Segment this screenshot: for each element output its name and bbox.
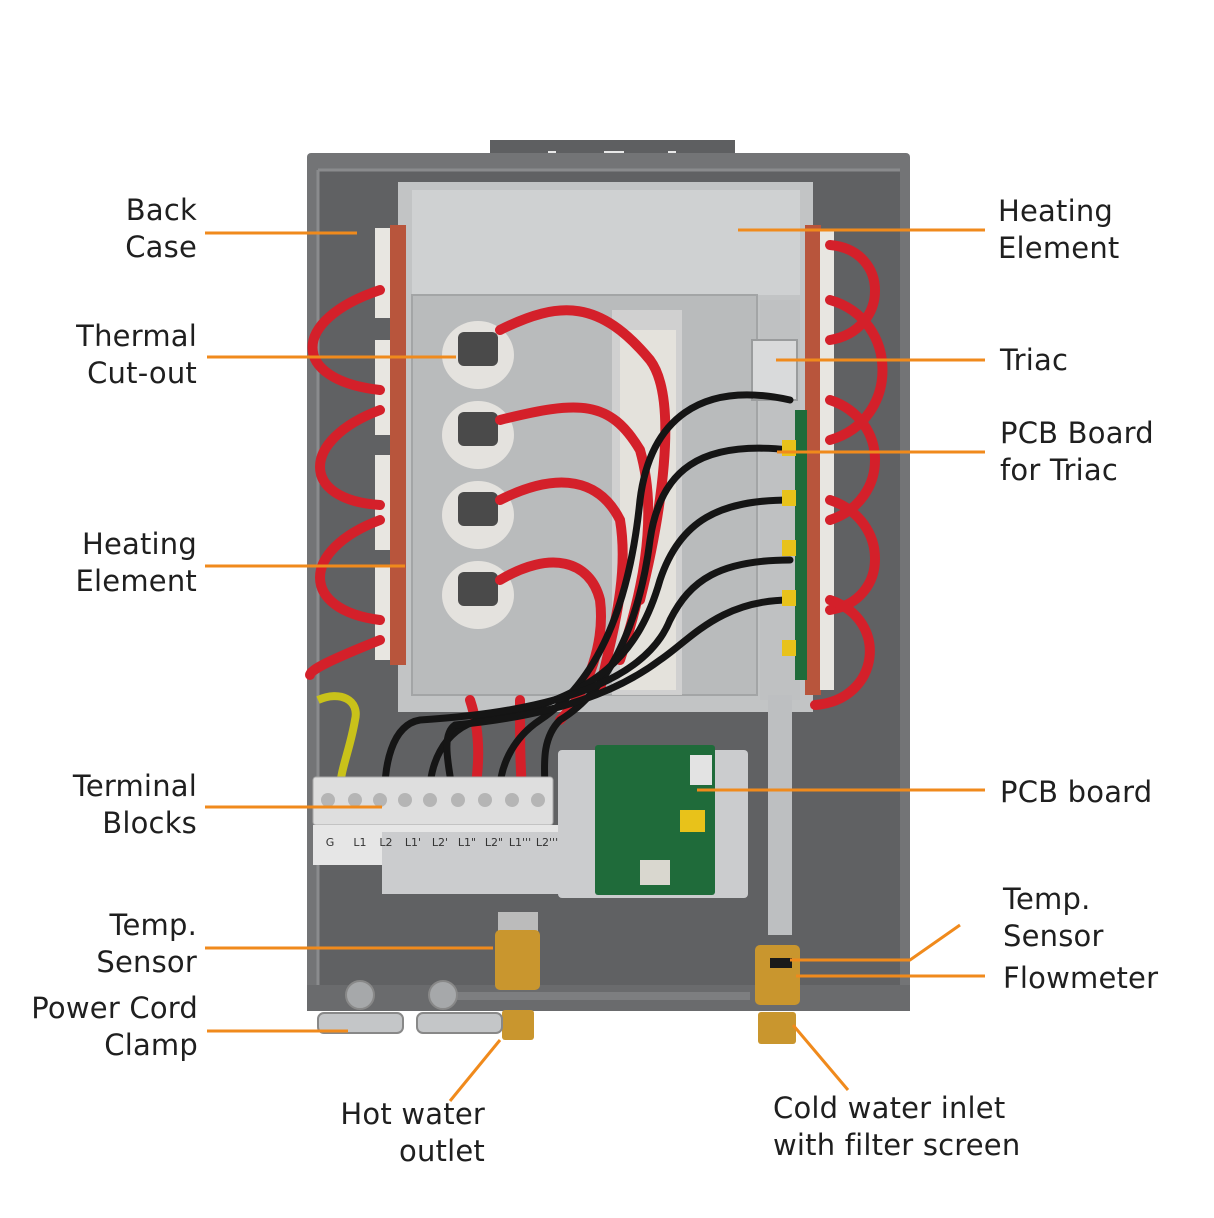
- right-ceramic-terminals: [805, 225, 834, 695]
- triac: [751, 339, 798, 401]
- label-pcb-board: PCB board: [1000, 775, 1153, 809]
- label-back-case: Back Case: [125, 193, 197, 264]
- cold-water-fitting: [755, 945, 800, 1044]
- ground-wire: [316, 692, 360, 791]
- label-cold-water-inlet: Cold water inlet with filter screen: [773, 1091, 1021, 1162]
- power-cord-clamps: [317, 980, 503, 1034]
- terminal-label: L2": [485, 836, 503, 849]
- terminal-label: L2''': [536, 836, 558, 849]
- label-temp-sensor-right: Temp. Sensor: [1003, 882, 1104, 953]
- label-temp-sensor-left: Temp. Sensor: [96, 908, 197, 979]
- terminal-label: L1": [458, 836, 476, 849]
- label-pcb-board-for-triac: PCB Board for Triac: [1000, 416, 1154, 487]
- terminal-label: L2: [379, 836, 392, 849]
- pcb-for-triac: [795, 410, 807, 680]
- label-terminal-blocks: Terminal Blocks: [72, 769, 197, 840]
- terminal-label: G: [326, 836, 335, 849]
- terminal-label: L2': [432, 836, 448, 849]
- leader-lines: [205, 228, 985, 1102]
- label-power-cord-clamp: Power Cord Clamp: [31, 991, 198, 1062]
- label-heating-element-left: Heating Element: [75, 527, 197, 598]
- terminal-label: L1: [353, 836, 366, 849]
- label-flowmeter: Flowmeter: [1003, 961, 1159, 995]
- black-wires: [381, 391, 794, 794]
- terminal-label: L1': [405, 836, 421, 849]
- water-pipe: [768, 695, 792, 935]
- label-hot-water-outlet: Hot water outlet: [340, 1097, 485, 1168]
- label-heating-element-right: Heating Element: [998, 194, 1120, 265]
- main-pcb: [595, 745, 715, 895]
- hot-water-fitting: [495, 912, 540, 1040]
- label-triac: Triac: [1000, 343, 1069, 377]
- terminal-label: L1''': [509, 836, 531, 849]
- label-thermal-cutout: Thermal Cut-out: [76, 319, 197, 390]
